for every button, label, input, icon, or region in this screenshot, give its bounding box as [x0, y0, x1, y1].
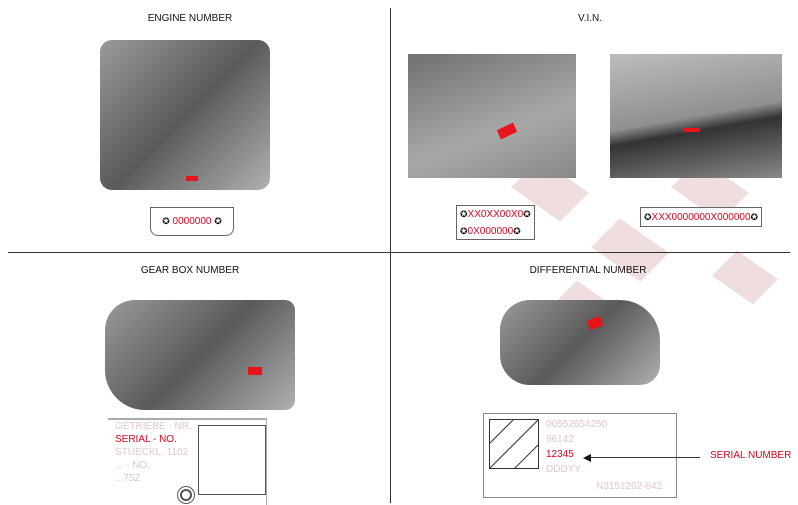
engine-marker — [186, 176, 198, 181]
engine-title: ENGINE NUMBER — [147, 13, 233, 24]
differential-line: 86142 — [546, 434, 574, 445]
vin-image-windshield — [610, 54, 782, 178]
star-icon: ✪ — [460, 209, 468, 219]
gearbox-line: STUECKL. 1102 — [115, 447, 189, 458]
star-icon: ✪ — [460, 226, 468, 236]
gearbox-label-panel — [198, 425, 266, 495]
hatched-square-icon — [489, 419, 539, 469]
star-icon: ✪ — [513, 226, 521, 236]
differential-line: 00552654250 — [546, 419, 608, 430]
vin-code-box: ✪XX0XX00X0✪ ✪0X000000✪ — [456, 205, 535, 240]
callout-line — [590, 457, 700, 458]
engine-code-box: ✪ 0000000 ✪ — [150, 207, 234, 236]
divider-vertical — [390, 8, 391, 503]
star-icon: ✪ — [644, 212, 652, 222]
gearbox-label-text: GETRIEBE - NR. SERIAL - NO. STUECKL. 110… — [115, 420, 195, 485]
differential-image — [500, 300, 660, 385]
differential-part-number: N3151262-642 — [596, 481, 663, 492]
gearbox-line: ... - NO. — [115, 460, 150, 471]
gearbox-marker — [248, 367, 262, 375]
vin-code-full: XXX0000000X000000 — [651, 212, 751, 223]
gearbox-label — [108, 418, 267, 505]
star-icon: ✪ — [523, 209, 531, 219]
differential-label: 00552654250 86142 12345 DDDYY N3151262-6… — [483, 413, 677, 498]
vin-code-line2: 0X000000 — [467, 226, 514, 237]
vin-code-line1: XX0XX00X0 — [467, 209, 524, 220]
gearbox-image — [105, 300, 295, 410]
star-icon: ✪ — [162, 216, 170, 226]
arrow-left-icon — [583, 454, 591, 462]
star-icon: ✪ — [214, 216, 222, 226]
differential-serial: 12345 — [546, 449, 574, 460]
vin-image-floor — [408, 54, 576, 178]
serial-number-callout: SERIAL NUMBER — [710, 450, 792, 461]
star-icon: ✪ — [750, 212, 759, 222]
ring-icon — [180, 489, 192, 501]
gearbox-serial: SERIAL - NO. — [115, 434, 177, 445]
vin-title: V.I.N. — [577, 13, 603, 24]
gearbox-line: ...75Z — [115, 473, 141, 484]
differential-line: DDDYY — [546, 464, 582, 475]
vin-marker-windshield — [684, 128, 700, 132]
engine-code: 0000000 — [172, 216, 212, 227]
gearbox-title: GEAR BOX NUMBER — [140, 265, 240, 276]
engine-image — [100, 40, 270, 190]
differential-title: DIFFERENTIAL NUMBER — [529, 265, 647, 276]
gearbox-line: GETRIEBE - NR. — [115, 421, 192, 432]
divider-horizontal — [8, 252, 790, 253]
vin-full-box: ✪XXX0000000X000000✪ — [640, 207, 763, 227]
